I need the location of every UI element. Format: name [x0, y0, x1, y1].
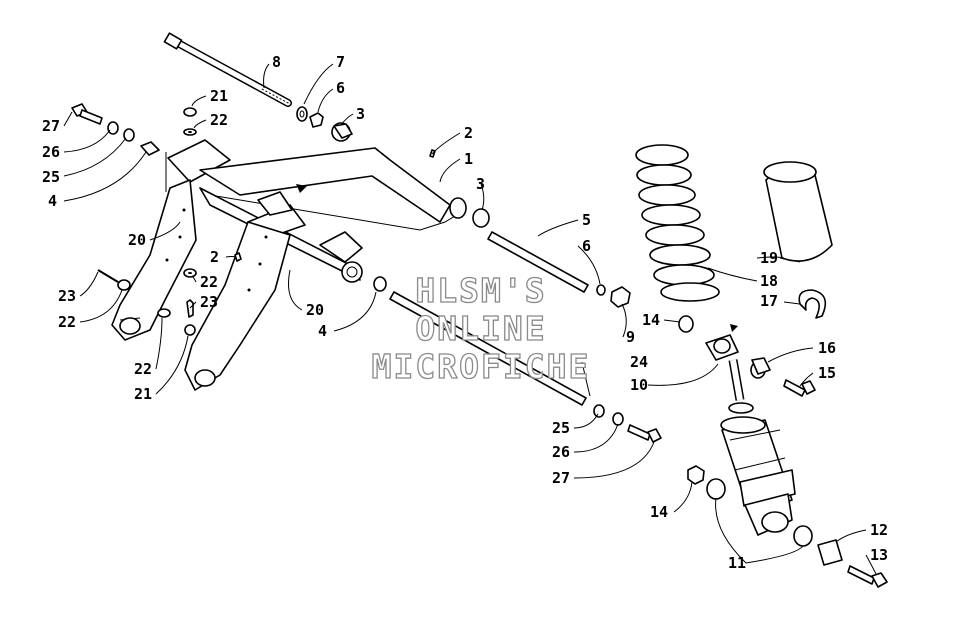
- callout-labels: 8 7 6 3 21 22 27 26 25 4 2 1 3 20 2 22 2…: [42, 53, 888, 572]
- left-bolt-27: [71, 103, 160, 156]
- callout-12: 12: [870, 521, 888, 539]
- callout-20: 20: [128, 231, 146, 249]
- callout-13: 13: [870, 546, 888, 564]
- callout-4: 4: [48, 192, 57, 210]
- long-bolt-8: [163, 32, 292, 107]
- shaft-24: [389, 291, 662, 443]
- callout-8: 8: [272, 53, 281, 71]
- callout-5: 5: [582, 211, 591, 229]
- callout-25: 25: [552, 419, 570, 437]
- callout-2: 2: [464, 124, 473, 142]
- callout-16: 16: [818, 339, 836, 357]
- callout-2: 2: [210, 248, 219, 266]
- callout-27: 27: [552, 469, 570, 487]
- clip-17: [798, 289, 827, 319]
- callout-14: 14: [642, 311, 660, 329]
- callout-6: 6: [336, 79, 345, 97]
- diagram-art: [71, 32, 888, 588]
- bushing-4: [373, 276, 387, 292]
- callout-26: 26: [552, 443, 570, 461]
- leader-lines: [63, 63, 877, 575]
- lower-small-hardware: [97, 252, 242, 336]
- callout-11: 11: [728, 554, 746, 572]
- callout-20: 20: [306, 301, 324, 319]
- callout-17: 17: [760, 292, 778, 310]
- callout-19: 19: [760, 249, 778, 267]
- callout-3: 3: [476, 175, 485, 193]
- callout-22: 22: [210, 111, 228, 129]
- callout-22: 22: [134, 360, 152, 378]
- callout-22: 22: [58, 313, 76, 331]
- callout-27: 27: [42, 117, 60, 135]
- lower-shock-hardware: [687, 465, 888, 588]
- callout-9: 9: [626, 328, 635, 346]
- watermark-line-1: HLSM'S: [415, 271, 546, 310]
- callout-26: 26: [42, 143, 60, 161]
- callout-1: 1: [464, 150, 473, 168]
- coil-spring-18: [635, 144, 720, 302]
- callout-3: 3: [356, 105, 365, 123]
- shaft-5: [487, 231, 631, 308]
- shock-absorber: [678, 315, 816, 536]
- callout-21: 21: [134, 385, 152, 403]
- callout-25: 25: [42, 168, 60, 186]
- callout-10: 10: [630, 376, 648, 394]
- watermark: HLSM'S ONLINE MICROFICHE: [371, 270, 591, 386]
- watermark-line-2: ONLINE: [415, 309, 546, 348]
- callout-7: 7: [336, 53, 345, 71]
- callout-6: 6: [582, 237, 591, 255]
- callout-4: 4: [318, 322, 327, 340]
- boot-19: [763, 161, 833, 263]
- callout-23: 23: [58, 287, 76, 305]
- watermark-line-3: MICROFICHE: [372, 347, 591, 386]
- callout-14: 14: [650, 503, 668, 521]
- callout-15: 15: [818, 364, 836, 382]
- callout-24: 24: [630, 353, 648, 371]
- bushing-3: [472, 208, 490, 228]
- callout-21: 21: [210, 87, 228, 105]
- top-hardware: [183, 106, 353, 142]
- callout-22: 22: [200, 273, 218, 291]
- callout-23: 23: [200, 293, 218, 311]
- arm-20-right: [184, 221, 291, 391]
- callout-18: 18: [760, 272, 778, 290]
- arm-20-left: [111, 179, 197, 341]
